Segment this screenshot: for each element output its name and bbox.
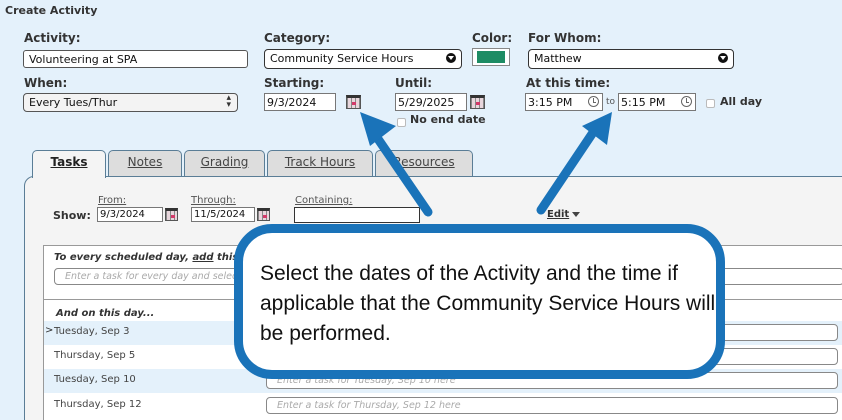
clock-icon	[681, 96, 692, 107]
clock-icon	[588, 96, 599, 107]
color-label: Color:	[472, 31, 513, 45]
day-row: Thursday, Sep 12 Enter a task for Thursd…	[44, 394, 842, 418]
when-value: Every Tues/Thur	[29, 96, 118, 109]
all-day-checkbox[interactable]	[706, 99, 715, 108]
chevron-down-icon	[718, 53, 728, 63]
day-task-input[interactable]: Enter a task for Thursday, Sep 12 here	[266, 397, 838, 414]
day-name: Tuesday, Sep 10	[54, 374, 136, 385]
add-link[interactable]: add	[192, 252, 214, 263]
for-whom-label: For Whom:	[528, 31, 602, 45]
arrow-to-time	[536, 123, 601, 215]
when-label: When:	[24, 76, 68, 90]
arrowhead-dates-icon	[360, 112, 396, 146]
from-date-input[interactable]: 9/3/2024	[97, 207, 163, 222]
for-whom-value: Matthew	[534, 52, 582, 65]
edit-menu[interactable]: Edit	[547, 209, 581, 220]
containing-input[interactable]	[294, 207, 420, 223]
arrow-to-dates	[371, 131, 433, 217]
tab-resources[interactable]: Resources	[375, 150, 473, 176]
edit-menu-label: Edit	[547, 209, 570, 220]
containing-label: Containing:	[295, 195, 353, 206]
color-fill	[477, 51, 505, 63]
chevron-down-icon	[446, 53, 456, 63]
starting-label: Starting:	[264, 76, 325, 90]
current-day-marker-icon: >	[45, 325, 54, 336]
tab-grading[interactable]: Grading	[184, 150, 265, 176]
no-end-date-checkbox[interactable]	[397, 118, 406, 127]
day-name: Tuesday, Sep 3	[54, 326, 130, 337]
no-end-date-label: No end date	[410, 113, 486, 126]
instruction-callout: Select the dates of the Activity and the…	[234, 224, 725, 379]
add-every-day-label: To every scheduled day, add this:	[54, 252, 242, 263]
calendar-icon[interactable]	[257, 208, 270, 221]
to-label: to	[606, 97, 616, 107]
arrowhead-time-icon	[582, 112, 612, 145]
end-time-value: 5:15 PM	[621, 96, 666, 109]
activity-input[interactable]: Volunteering at SPA	[23, 50, 248, 68]
tab-track-hours[interactable]: Track Hours	[267, 150, 373, 176]
tab-tasks[interactable]: Tasks	[32, 150, 106, 178]
for-whom-select[interactable]: Matthew	[528, 49, 734, 69]
updown-arrows-icon: ▴▾	[226, 93, 231, 110]
caret-down-icon	[572, 211, 581, 217]
from-label: From:	[98, 195, 127, 206]
through-date-input[interactable]: 11/5/2024	[191, 207, 255, 222]
category-label: Category:	[264, 31, 331, 45]
tab-notes[interactable]: Notes	[108, 150, 182, 176]
category-value: Community Service Hours	[270, 52, 414, 65]
category-select[interactable]: Community Service Hours	[264, 49, 462, 69]
day-name: Thursday, Sep 5	[54, 350, 136, 361]
start-time-input[interactable]: 3:15 PM	[525, 93, 603, 111]
until-label: Until:	[395, 76, 433, 90]
days-header: And on this day...	[56, 308, 155, 319]
when-select[interactable]: Every Tues/Thur ▴▾	[23, 93, 238, 112]
calendar-icon[interactable]	[165, 208, 178, 221]
calendar-icon[interactable]	[346, 95, 361, 109]
all-day-label: All day	[720, 95, 763, 108]
page-title: Create Activity	[5, 4, 98, 17]
through-label: Through:	[191, 195, 236, 206]
show-label: Show:	[53, 209, 91, 222]
add-label-prefix: To every scheduled day,	[54, 252, 193, 263]
until-date-input[interactable]: 5/29/2025	[395, 93, 467, 111]
callout-text: Select the dates of the Activity and the…	[260, 262, 716, 345]
calendar-icon[interactable]	[470, 95, 485, 109]
add-label-suffix: this:	[213, 252, 243, 263]
activity-label: Activity:	[24, 31, 81, 45]
color-picker[interactable]	[472, 48, 510, 66]
starting-date-input[interactable]: 9/3/2024	[264, 93, 336, 111]
day-name: Thursday, Sep 12	[54, 399, 142, 410]
start-time-value: 3:15 PM	[528, 96, 573, 109]
at-this-time-label: At this time:	[526, 76, 611, 90]
end-time-input[interactable]: 5:15 PM	[618, 93, 696, 111]
